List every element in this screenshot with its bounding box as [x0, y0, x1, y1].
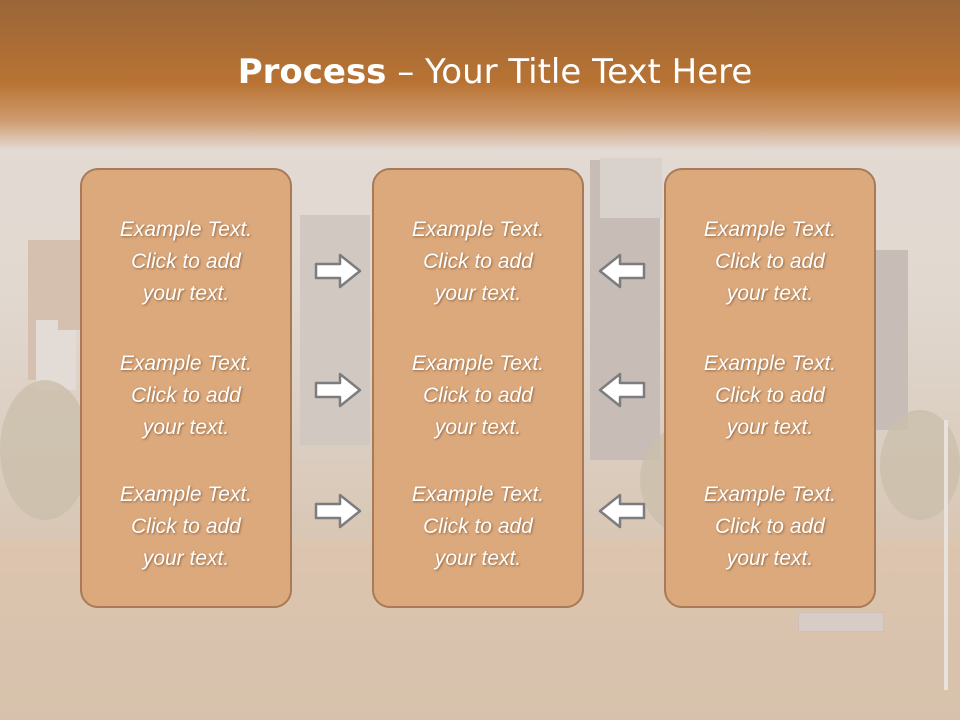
slide-title[interactable]: Process – Your Title Text Here	[0, 52, 960, 92]
right-arrow-icon	[314, 372, 362, 408]
box-3-text-2[interactable]: Example Text. Click to add your text.	[703, 352, 837, 439]
process-box-1[interactable]: Example Text. Click to add your text. Ex…	[80, 168, 292, 608]
box-2-text-2[interactable]: Example Text. Click to add your text.	[411, 352, 545, 439]
left-arrow-icon	[598, 493, 646, 529]
process-box-3[interactable]: Example Text. Click to add your text. Ex…	[664, 168, 876, 608]
box-2-text-3[interactable]: Example Text. Click to add your text.	[411, 483, 545, 570]
box-1-text-2[interactable]: Example Text. Click to add your text.	[119, 352, 253, 439]
box-2-text-1[interactable]: Example Text. Click to add your text.	[411, 218, 545, 305]
title-bold: Process	[237, 52, 387, 92]
left-arrow-icon	[598, 372, 646, 408]
box-3-text-3[interactable]: Example Text. Click to add your text.	[703, 483, 837, 570]
left-arrow-icon	[598, 253, 646, 289]
box-3-text-1[interactable]: Example Text. Click to add your text.	[703, 218, 837, 305]
box-1-text-1[interactable]: Example Text. Click to add your text.	[119, 218, 253, 305]
header-band: Process – Your Title Text Here	[0, 0, 960, 150]
title-rest: – Your Title Text Here	[386, 52, 753, 92]
right-arrow-icon	[314, 253, 362, 289]
right-arrow-icon	[314, 493, 362, 529]
process-box-2[interactable]: Example Text. Click to add your text. Ex…	[372, 168, 584, 608]
box-1-text-3[interactable]: Example Text. Click to add your text.	[119, 483, 253, 570]
